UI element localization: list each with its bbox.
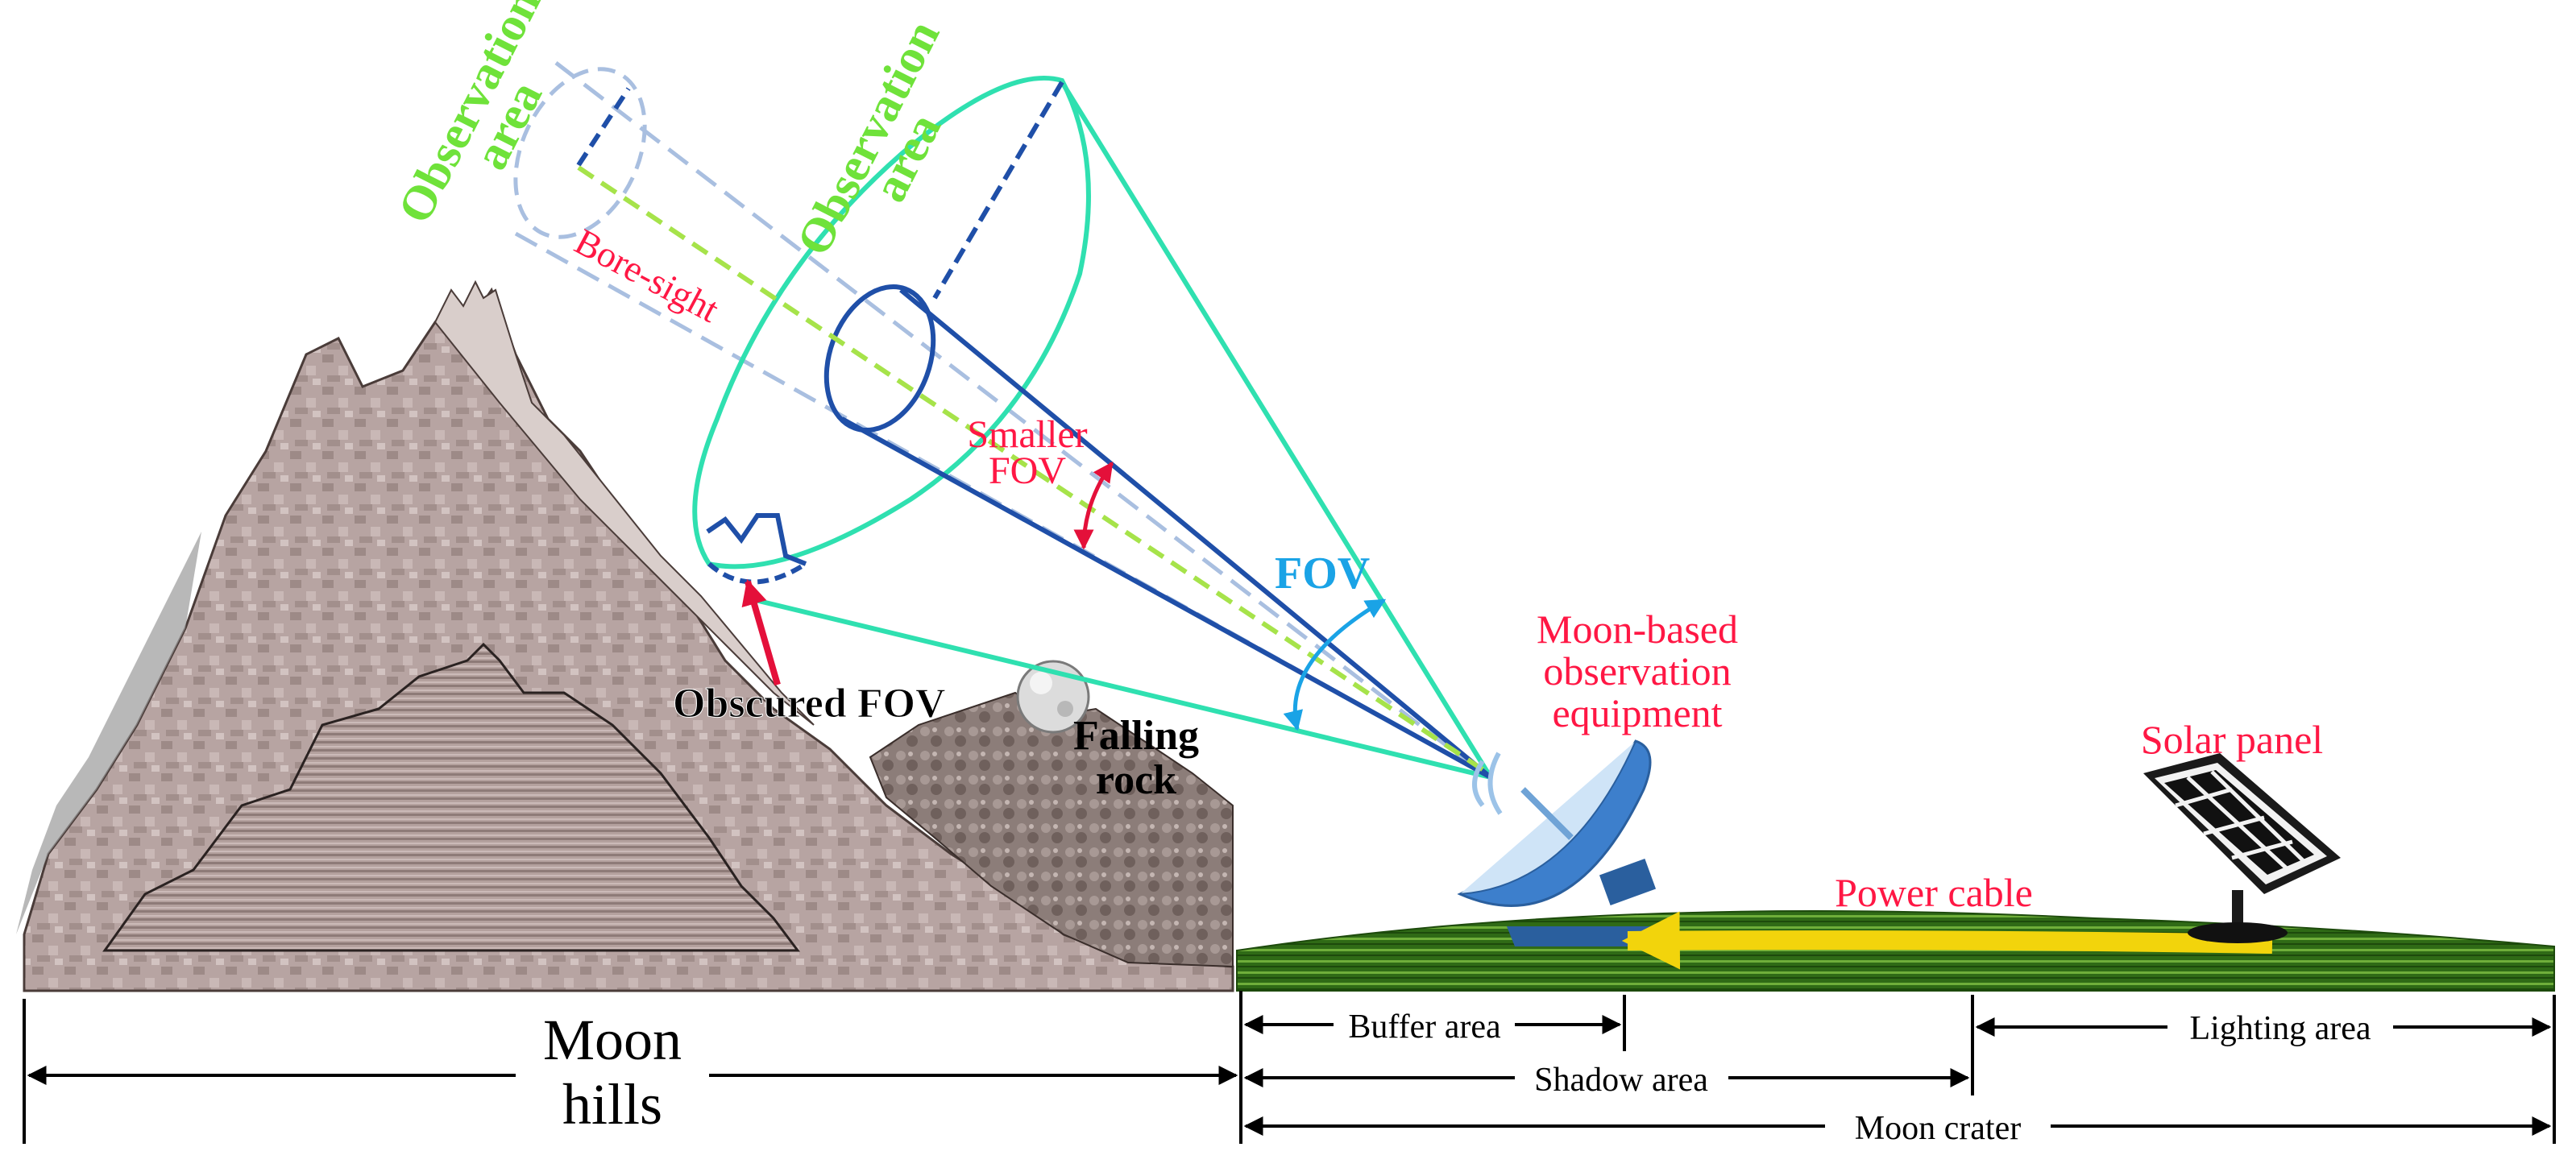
power-cable bbox=[1621, 911, 2273, 970]
obscured-fov-label: Obscured FOV bbox=[673, 681, 946, 727]
equipment-label-line1: Moon-based bbox=[1537, 607, 1738, 652]
power-cable-label: Power cable bbox=[1835, 870, 2033, 915]
observation-area-label-2: Observation area bbox=[786, 12, 951, 263]
buffer-area-label: Buffer area bbox=[1348, 1008, 1501, 1046]
solar-panel-label: Solar panel bbox=[2141, 717, 2323, 762]
moon-hills-label-line1: Moon bbox=[543, 1008, 682, 1072]
equipment-label-line2: observation bbox=[1543, 648, 1731, 694]
dimension-lines bbox=[23, 991, 2556, 1144]
observation-dish bbox=[1457, 739, 1660, 946]
shadow-area-label: Shadow area bbox=[1534, 1062, 1708, 1099]
falling-rock-label-line1: Falling bbox=[1073, 713, 1199, 759]
falling-rock bbox=[1016, 660, 1090, 734]
crater-ground bbox=[1236, 910, 2555, 992]
moon-hills-label-line2: hills bbox=[562, 1072, 662, 1137]
lighting-area-label: Lighting area bbox=[2189, 1010, 2371, 1047]
moon-hills-illustration bbox=[16, 280, 1234, 992]
smaller-fov-label-line2: FOV bbox=[989, 449, 1066, 492]
falling-rock-label-line2: rock bbox=[1096, 757, 1176, 803]
observation-area-label-1: Observation area bbox=[388, 0, 552, 231]
observation-cones bbox=[513, 61, 1493, 780]
equipment-label-line3: equipment bbox=[1552, 690, 1722, 735]
solar-panel bbox=[2143, 753, 2341, 943]
fov-label: FOV bbox=[1275, 549, 1370, 598]
smaller-fov-label-line1: Smaller bbox=[967, 413, 1087, 456]
moon-crater-label: Moon crater bbox=[1855, 1110, 2021, 1147]
